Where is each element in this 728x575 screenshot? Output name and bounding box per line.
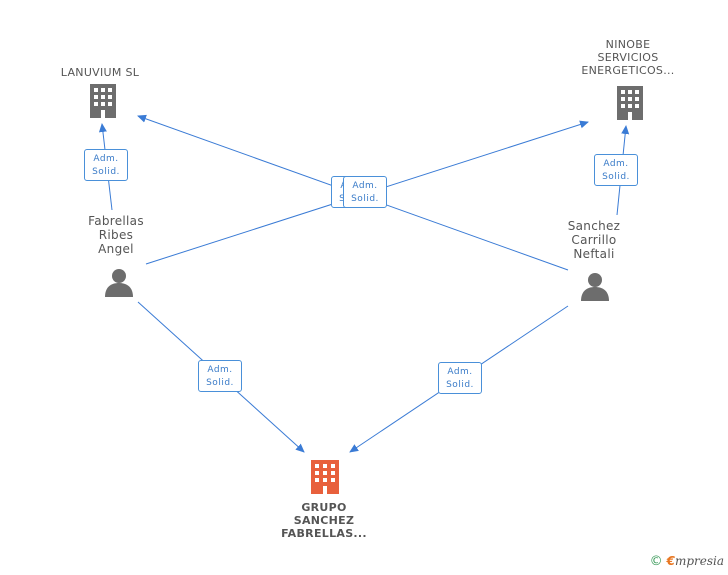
brand-footer: ©€mpresia [650,554,724,569]
badge-line: Adm. [352,181,378,191]
node-label-lanuvium[interactable]: LANUVIUM SL [44,66,156,79]
label-line: SANCHEZ [293,514,355,527]
label-line: NINOBE [605,38,651,51]
badge-line: Solid. [206,378,234,388]
badge-line: Solid. [446,380,474,390]
copyright-icon: © [649,554,663,569]
badge-line: Adm. [207,365,233,375]
brand-logo-mark: € [666,554,675,568]
badge-line: Adm. [603,159,629,169]
label-line: ENERGETICOS... [581,64,675,77]
person-icon[interactable] [105,269,133,297]
node-label-grupo[interactable]: GRUPO SANCHEZ FABRELLAS... [268,501,380,540]
edge-badge-fabrellas-lanuvium[interactable]: Adm. Solid. [84,149,128,181]
label-line: GRUPO [301,501,347,514]
edge-badge-sanchez-ninobe[interactable]: Adm. Solid. [594,154,638,186]
building-icon[interactable] [617,86,643,120]
label-line: LANUVIUM SL [60,66,140,79]
edge-badge-sanchez-grupo[interactable]: Adm. Solid. [438,362,482,394]
building-icon[interactable] [90,84,116,118]
label-line: Neftali [573,247,615,261]
label-line: FABRELLAS... [281,527,367,540]
brand-name: mpresia [674,554,724,568]
label-line: Fabrellas [88,214,144,228]
badge-line: Adm. [93,154,119,164]
label-line: Angel [98,242,134,256]
node-label-sanchez[interactable]: Sanchez Carrillo Neftali [544,219,644,261]
label-line: Sanchez [567,219,621,233]
building-icon[interactable] [311,460,339,494]
label-line: Carrillo [571,233,617,247]
edge-badge-cross-front[interactable]: Adm. Solid. [343,176,387,208]
label-line: SERVICIOS [597,51,659,64]
badge-line: Adm. [447,367,473,377]
node-label-fabrellas[interactable]: Fabrellas Ribes Angel [66,214,166,256]
edge-badge-fabrellas-grupo[interactable]: Adm. Solid. [198,360,242,392]
badge-line: Solid. [351,194,379,204]
badge-line: Solid. [602,172,630,182]
person-icon[interactable] [581,273,609,301]
label-line: Ribes [98,228,134,242]
node-label-ninobe[interactable]: NINOBE SERVICIOS ENERGETICOS... [572,38,684,77]
badge-line: Solid. [92,167,120,177]
